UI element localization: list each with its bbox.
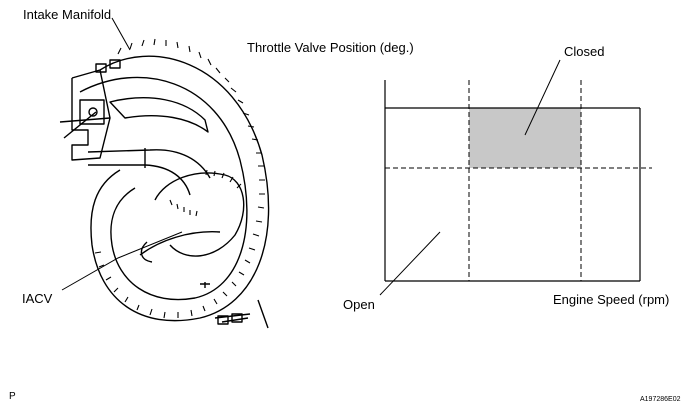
manifold-top-bolt-2 — [109, 59, 121, 69]
iacv-teeth — [169, 169, 242, 217]
intake-manifold-illustration — [59, 38, 270, 329]
manifold-flange-bolt-2 — [231, 313, 243, 323]
intake-manifold-label: Intake Manifold — [23, 7, 112, 22]
throttle-shaft — [88, 107, 98, 117]
iacv-body — [154, 172, 245, 257]
chart-x-axis-label: Engine Speed (rpm) — [553, 292, 670, 307]
footer-figure-code: A197286E02 — [640, 396, 681, 403]
manifold-mid-passage — [87, 149, 211, 196]
manifold-upper-runner — [109, 97, 209, 133]
manifold-side-pipe — [257, 299, 269, 329]
manifold-flange-bolt-1 — [217, 315, 229, 325]
footer-left-code: P — [9, 391, 16, 402]
iacv-leader — [61, 231, 183, 291]
manifold-throttle-body — [71, 69, 111, 161]
manifold-inner-wall — [79, 76, 248, 301]
iacv-label: IACV — [22, 291, 53, 306]
manifold-bolt-lower — [200, 282, 210, 288]
manifold-top-bolt-1 — [95, 63, 107, 73]
manifold-outer-teeth — [94, 38, 265, 319]
open-label: Open — [343, 297, 375, 312]
closed-region-shading — [469, 108, 581, 168]
throttle-body-housing — [79, 99, 105, 125]
throttle-engine-chart — [379, 59, 652, 296]
chart-y-axis-label: Throttle Valve Position (deg.) — [247, 40, 414, 55]
iacv-valve-tip — [140, 241, 153, 263]
throttle-linkage — [63, 111, 97, 139]
manifold-outer-housing — [71, 55, 270, 322]
closed-leader — [524, 59, 561, 136]
open-leader — [379, 231, 441, 296]
closed-label: Closed — [564, 44, 605, 59]
intake-manifold-leader — [111, 17, 131, 51]
throttle-plate — [59, 117, 111, 123]
iacv-inner-arc — [139, 231, 221, 256]
